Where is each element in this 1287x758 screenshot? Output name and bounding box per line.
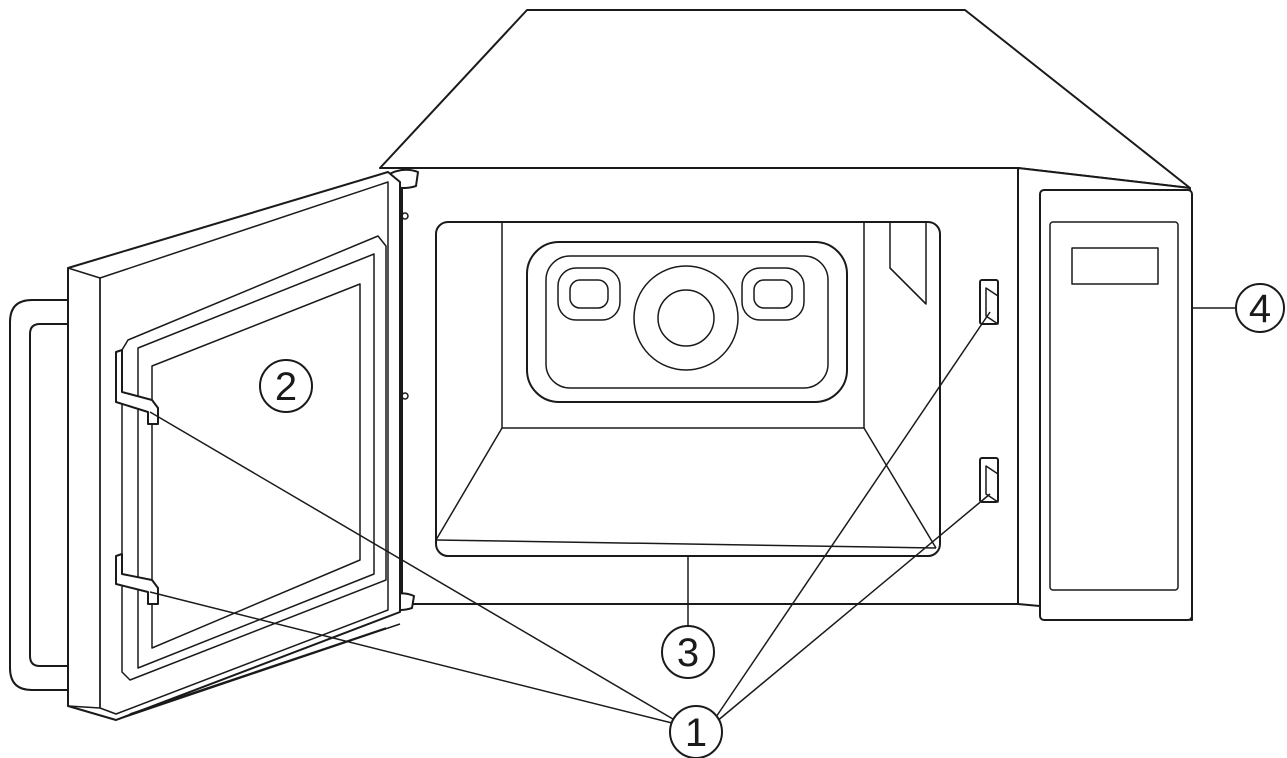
display-window	[1071, 247, 1159, 285]
svg-text:2: 2	[275, 365, 297, 409]
callout-1: 1	[669, 705, 723, 758]
control-panel	[1017, 167, 1193, 621]
callout-2: 2	[259, 359, 313, 413]
cabinet-front	[401, 167, 1019, 605]
door	[67, 171, 401, 721]
svg-text:3: 3	[677, 631, 699, 675]
callout-3: 3	[661, 625, 715, 679]
cavity	[435, 221, 941, 557]
leader-lines	[149, 307, 1238, 725]
callout-4: 4	[1235, 283, 1285, 333]
door-handle	[9, 299, 73, 691]
svg-text:1: 1	[685, 711, 707, 755]
cabinet-top	[379, 9, 1191, 189]
svg-text:4: 4	[1249, 287, 1271, 331]
latch-holes	[979, 279, 999, 503]
